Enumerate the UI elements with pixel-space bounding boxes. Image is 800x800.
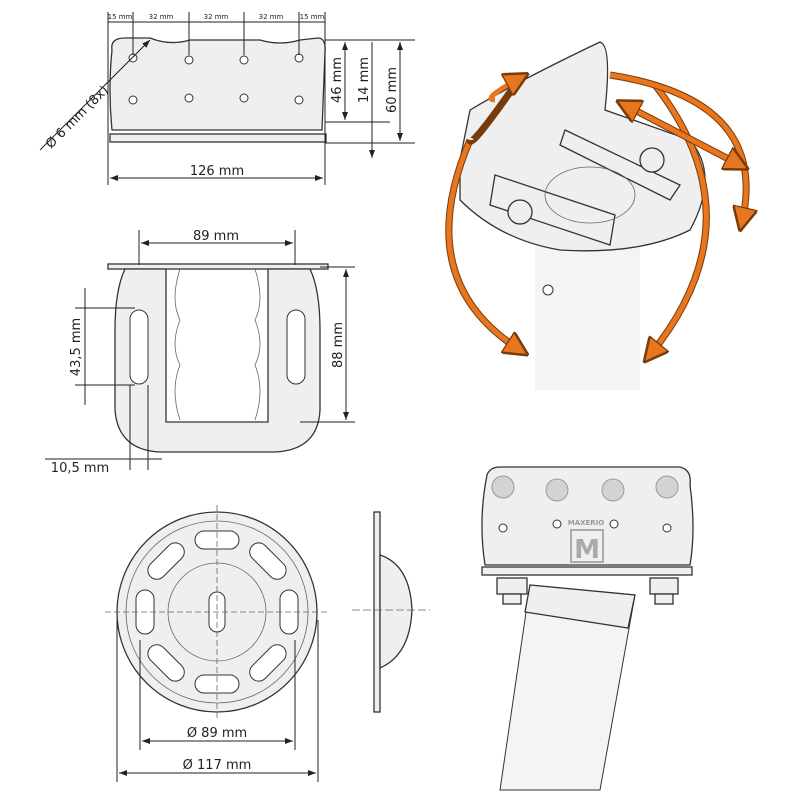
base-slot bbox=[249, 644, 287, 682]
mounting-holes bbox=[128, 53, 304, 105]
logo-brand: MAXERIO bbox=[568, 519, 605, 527]
base-plate-view: Ø 89 mm Ø 117 mm bbox=[105, 505, 430, 782]
width-label: 126 mm bbox=[190, 164, 244, 179]
slot-width-label: 10,5 mm bbox=[51, 461, 109, 476]
hole-diameter-label: Ø 6 mm (8x) bbox=[43, 83, 112, 152]
slot-left bbox=[129, 309, 149, 385]
height-14-label: 14 mm bbox=[357, 57, 372, 103]
spacing-label: 15 mm bbox=[108, 13, 133, 21]
base-slot bbox=[147, 542, 185, 580]
spacing-label: 32 mm bbox=[204, 13, 229, 21]
base-slot bbox=[194, 530, 240, 550]
height-60-label: 60 mm bbox=[385, 67, 400, 113]
side-height-label: 88 mm bbox=[331, 322, 346, 368]
spacing-label: 32 mm bbox=[149, 13, 174, 21]
logo-mark: M bbox=[574, 535, 600, 565]
slot-height-label: 43,5 mm bbox=[69, 318, 84, 376]
base-slot bbox=[249, 542, 287, 580]
base-slot bbox=[194, 674, 240, 694]
outer-diameter-label: Ø 117 mm bbox=[183, 758, 252, 773]
base-slot bbox=[147, 644, 185, 682]
spacing-label: 15 mm bbox=[300, 13, 325, 21]
side-width-label: 89 mm bbox=[193, 229, 239, 244]
mounted-bracket-view: MAXERIO M bbox=[481, 466, 694, 791]
height-46-label: 46 mm bbox=[330, 57, 345, 103]
rotation-illustration bbox=[445, 41, 746, 390]
spacing-label: 32 mm bbox=[259, 13, 284, 21]
top-plate-view: 15 mm 32 mm 32 mm 32 mm 15 mm 126 mm Ø 6… bbox=[39, 12, 415, 185]
side-bracket-view: 89 mm 43,5 mm 88 mm 10,5 mm bbox=[45, 229, 355, 476]
slot-right bbox=[286, 309, 306, 385]
inner-diameter-label: Ø 89 mm bbox=[187, 726, 247, 741]
maxerio-logo: MAXERIO M bbox=[568, 519, 605, 565]
